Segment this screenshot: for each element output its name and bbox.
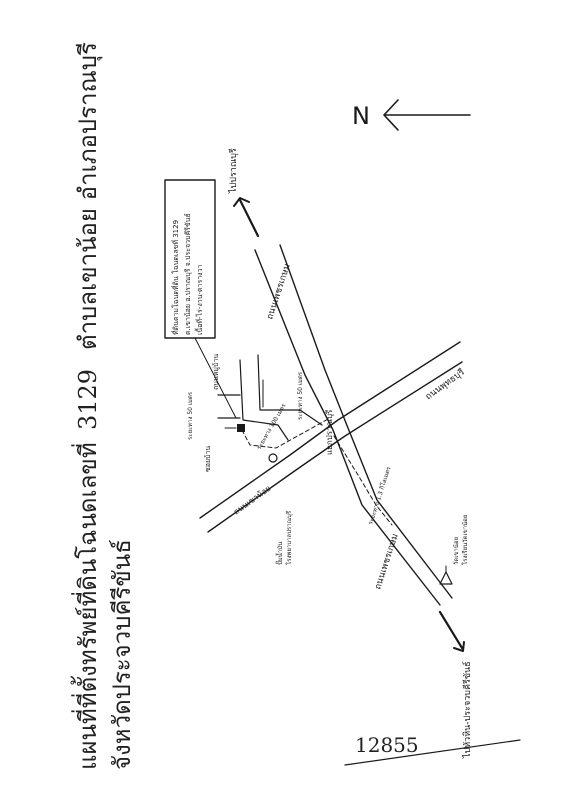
property-pointer-line [194,337,237,419]
road-cross [199,341,463,533]
label-school: โรงเรียนวัดเขาน้อย [461,515,469,565]
map-title: แผนที่ที่ตั้งทรัพย์ที่ดินโฉนดเลขที่ 3129… [70,42,136,770]
label-road-to-khaonoi: ถนนเขาน้อย [232,484,272,517]
dashed-route [241,417,393,526]
label-school2: โรงพยาบาลปราณบุรี [285,510,293,565]
footer-handwritten: 12855 [344,733,521,766]
road-village [217,354,323,441]
road-phetkasem [254,244,453,606]
north-arrow-head [383,99,399,131]
title-line1-rest: ตำบลเขาน้อย อำเภอปราณบุรี [74,42,103,350]
title-deed-number: 3129 [74,369,102,430]
north-arrow: N [352,99,471,131]
property-box-frame [164,179,216,339]
temple-icon [439,565,453,585]
label-road-phetkasem-top: ถนนเพชรเกษม [265,263,292,321]
property-box-line1: ที่ดินตามโฉนดที่ดิน โฉนดเลขที่ 3129 [171,220,180,335]
property-info-box: ที่ดินตามโฉนดที่ดิน โฉนดเลขที่ 3129 ต.เข… [164,179,237,419]
property-box-line2: ต.เขาน้อย อ.ปราณบุรี จ.ประจวบคีรีขันธ์ [184,213,192,335]
label-to-huahin: ไปหัวหิน-ประจวบคีรีขันธ์ [461,661,473,759]
property-box-line3: เนื้อที่-ไร่-งาน-ตารางวา [193,264,204,335]
arrow-to-pranburi: ไปปราณบุรี [228,148,260,238]
title-line2: จังหวัดประจวบคีรีขันธ์ [108,539,136,770]
label-dist-50m-a: ระยะทาง 50 เมตร [187,391,194,440]
label-temple: วัดเขาน้อย [453,537,460,565]
north-label: N [352,102,370,130]
footer-number: 12855 [355,733,419,757]
label-dist-50m-b: ระยะทาง 50 เมตร [297,371,304,420]
label-pump: ปั๊มน้ำมัน [274,542,284,565]
arrow-to-huahin: ไปหัวหิน-ประจวบคีรีขันธ์ [438,610,473,759]
pump-marker [268,453,278,463]
title-line1: แผนที่ที่ตั้งทรัพย์ที่ดินโฉนดเลขที่ [70,442,102,770]
label-soi: ซอยบ้าน [204,446,212,472]
label-village-road: ถนนหมู่บ้าน [212,354,220,390]
label-to-pranburi: ไปปราณบุรี [228,148,239,194]
footer-underline [344,739,521,766]
property-marker [237,424,245,432]
label-road-phetkasem-bottom: ถนนเพชรเกษม [373,533,400,591]
label-junction: แยกปราณบุรี [325,409,334,455]
